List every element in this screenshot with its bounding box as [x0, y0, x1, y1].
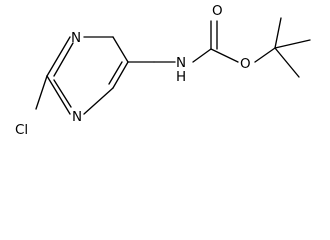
- bond-tbu-methyl-top: [274, 17, 282, 49]
- carbonyl-oxygen-label: O: [212, 3, 223, 19]
- bond-c4-n2: [83, 87, 114, 115]
- bond-n2-c5: [46, 75, 71, 115]
- bond-c6-n1-inner: [53, 42, 74, 77]
- ring-nitrogen-top-label: N: [71, 30, 81, 46]
- ring-nitrogen-bottom-label: N: [72, 109, 82, 125]
- bond-ester-o-tbu: [254, 47, 276, 63]
- bond-c6-n1: [46, 36, 71, 77]
- bond-tbu-methyl-bottom: [274, 47, 300, 78]
- bond-c2-c3: [112, 36, 129, 63]
- bond-c3-c4: [112, 61, 129, 89]
- bond-tbu-methyl-right: [274, 39, 311, 49]
- bond-c5-cl: [35, 75, 48, 110]
- bonds: [35, 17, 311, 115]
- chlorine-label: Cl: [15, 122, 28, 138]
- ester-oxygen-label: O: [240, 56, 251, 72]
- bond-c3-c4-inner: [108, 61, 123, 85]
- chemical-structure-diagram: N N Cl N H O O: [15, 3, 311, 138]
- atom-labels: N N Cl N H O O: [15, 3, 251, 138]
- amine-hydrogen-label: H: [176, 69, 186, 85]
- bond-carbonyl-ester-o: [210, 48, 239, 63]
- bond-n-carbonyl: [192, 48, 212, 63]
- amine-nitrogen-label: N: [176, 55, 186, 71]
- bond-n2-c5-inner: [53, 79, 72, 108]
